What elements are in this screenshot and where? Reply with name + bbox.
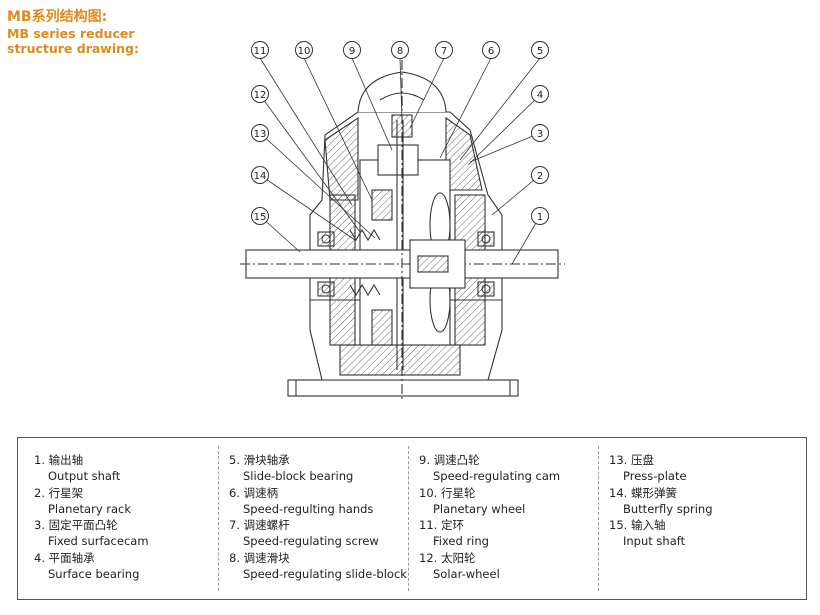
reducer-structure-drawing: 11 10 9 8 7 6 5 4 3 2 1 12 13 14 15 xyxy=(240,41,565,400)
callout-5: 5 xyxy=(531,41,549,59)
svg-text:2: 2 xyxy=(537,171,543,182)
reducer-body xyxy=(240,60,565,400)
svg-text:3: 3 xyxy=(537,129,543,140)
svg-text:14: 14 xyxy=(254,171,267,182)
callout-4: 4 xyxy=(531,85,549,103)
callout-11: 11 xyxy=(251,41,269,59)
svg-text:6: 6 xyxy=(488,46,494,57)
legend-divider xyxy=(408,446,409,591)
callout-8: 8 xyxy=(391,41,409,59)
callout-14: 14 xyxy=(251,166,269,184)
title-en-line1: MB series reducer xyxy=(7,26,135,41)
title-en-line2: structure drawing: xyxy=(7,41,139,56)
callout-1: 1 xyxy=(531,207,549,225)
callout-15: 15 xyxy=(251,207,269,225)
svg-text:12: 12 xyxy=(254,90,267,101)
callout-7: 7 xyxy=(435,41,453,59)
callout-2: 2 xyxy=(531,166,549,184)
svg-text:5: 5 xyxy=(537,46,543,57)
callout-13: 13 xyxy=(251,124,269,142)
title-cn: MB系列结构图: xyxy=(7,9,108,25)
svg-text:15: 15 xyxy=(254,212,267,223)
svg-text:13: 13 xyxy=(254,129,267,140)
legend-divider xyxy=(598,446,599,591)
leader-lines xyxy=(259,57,541,265)
svg-text:9: 9 xyxy=(349,46,355,57)
svg-text:11: 11 xyxy=(254,46,267,57)
callout-markers: 11 10 9 8 7 6 5 4 3 2 1 12 13 14 15 xyxy=(251,41,549,225)
callout-3: 3 xyxy=(531,124,549,142)
legend-divider xyxy=(218,446,219,591)
svg-text:8: 8 xyxy=(397,46,403,57)
callout-9: 9 xyxy=(343,41,361,59)
svg-text:10: 10 xyxy=(298,46,311,57)
svg-text:4: 4 xyxy=(537,90,543,101)
svg-text:1: 1 xyxy=(537,212,543,223)
callout-6: 6 xyxy=(482,41,500,59)
svg-text:7: 7 xyxy=(441,46,447,57)
callout-10: 10 xyxy=(295,41,313,59)
header: MB系列结构图: MB series reducer structure dra… xyxy=(7,8,139,56)
callout-12: 12 xyxy=(251,85,269,103)
